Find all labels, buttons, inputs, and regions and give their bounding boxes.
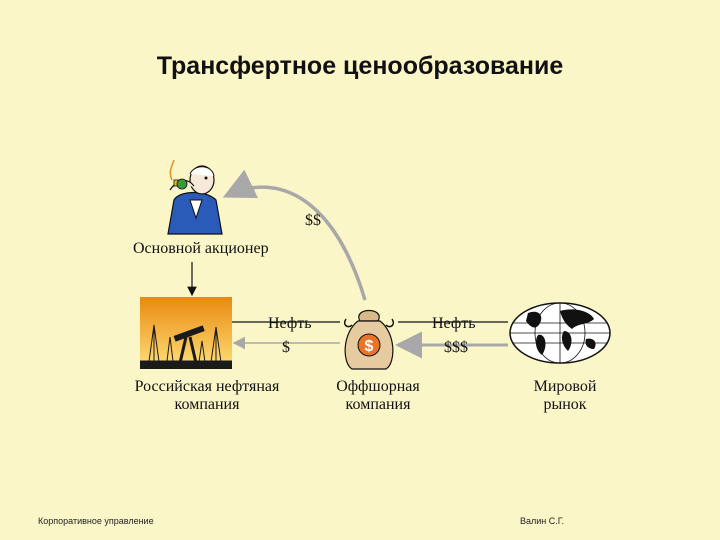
oil-label-2: Нефть [432,315,476,332]
russian-company-label: Российская нефтяная компания [134,378,280,413]
footer-left: Корпоративное управление [38,516,154,526]
oil-field-pumpjack-icon [139,297,233,370]
money-bag-icon: $ [340,303,398,371]
money-label-2: $$$ [444,339,468,356]
offshore-company-label: Оффшорная компания [336,378,420,413]
page-title: Трансфертное ценообразование [156,52,564,80]
footer-right: Валин С.Г. [520,516,565,526]
arrow-money-to-shareholder [222,169,367,301]
businessman-with-cigar-icon [160,159,230,235]
globe-icon [508,301,612,365]
shareholder-label: Основной акционер [133,240,269,257]
svg-text:$: $ [365,338,374,355]
shareholder-money-label: $$ [305,212,321,229]
world-market-label: Мировой рынок [533,378,597,413]
oil-label-1: Нефть [268,315,312,332]
money-label-1: $ [282,339,290,356]
